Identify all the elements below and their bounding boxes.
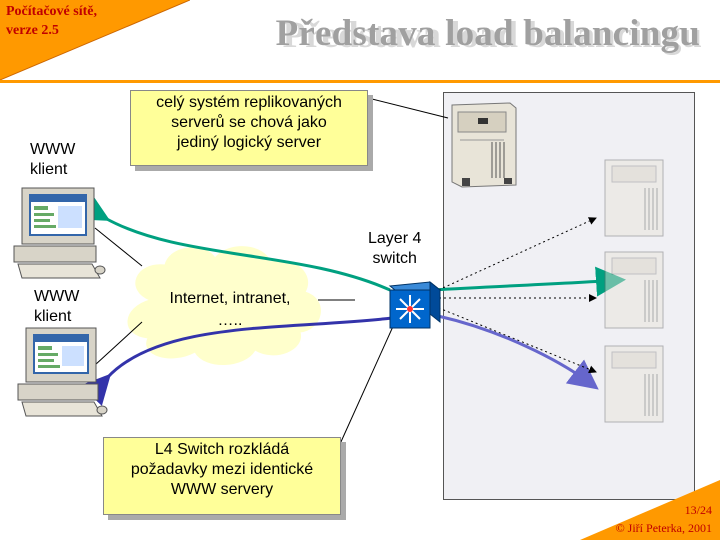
course-label: Počítačové sítě, verze 2.5 [6, 4, 97, 38]
client-computer-1 [13, 187, 106, 279]
page-title-shadow: Představa load balancingu [282, 15, 702, 56]
dotted-link-server3 [433, 305, 597, 374]
server-tower-1 [604, 159, 664, 237]
main-server-tower [451, 102, 517, 188]
client1-leader [94, 227, 143, 267]
blue-flow-to-server [437, 314, 599, 390]
title-rule [0, 80, 720, 83]
corner-decoration [0, 0, 190, 80]
client2-leader [94, 321, 143, 366]
server-tower-3 [604, 345, 664, 423]
corner-decoration-bottom [580, 480, 720, 540]
copyright: © Jiří Peterka, 2001 [615, 521, 712, 535]
client-computer-2 [17, 327, 108, 417]
green-flow-to-server [431, 266, 626, 297]
green-flow-to-client [76, 193, 391, 292]
internet-cloud [127, 246, 321, 365]
slide-number: 13/24 [684, 503, 712, 517]
cloud-label: Internet, intranet,….. [169, 290, 291, 329]
dotted-link-server1 [433, 217, 597, 293]
server-tower-2 [604, 251, 664, 329]
layer4-switch-icon [388, 280, 442, 329]
callout-leader-top [367, 97, 449, 119]
callout-leader-bottom [339, 321, 396, 445]
page-title: Představa load balancingu [275, 13, 700, 54]
blue-flow-to-client [79, 316, 393, 406]
